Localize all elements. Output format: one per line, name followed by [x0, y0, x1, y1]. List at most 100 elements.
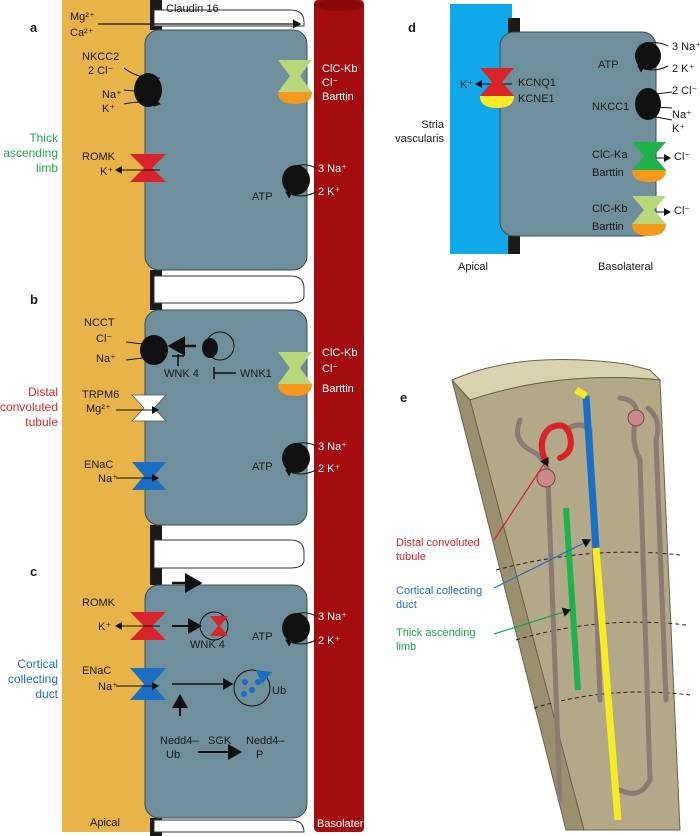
enac-label-c: ENaC: [82, 665, 111, 677]
nedd4-p-label: Nedd4–P: [246, 735, 285, 761]
na-k-atpase-c: [282, 613, 310, 643]
cortical-collecting-segment: [582, 395, 600, 549]
interstitial-gap: [153, 9, 305, 27]
clckb-label-d: ClC-Kb: [592, 203, 627, 215]
nkcc2-label: NKCC2: [82, 51, 119, 63]
three-sodium-label-c: 3 Na⁺: [318, 611, 347, 623]
clckb-label-b: ClC-Kb: [322, 347, 357, 359]
enac-sodium-label-c: Na⁺: [98, 681, 118, 693]
ub-dot: [241, 691, 247, 697]
na-k-atpase-a: [282, 165, 310, 195]
romk-label: ROMK: [82, 151, 116, 163]
claudin-label: Claudin 16: [166, 3, 219, 15]
medullary-collecting-segment: [592, 547, 622, 821]
atp-label-a: ATP: [252, 191, 273, 203]
ncct-transporter: [140, 335, 168, 365]
ubiquitin-label: Ub: [272, 685, 286, 697]
potassium-label: K⁺: [102, 103, 115, 115]
clcka-label: ClC-Ka: [592, 149, 628, 161]
barttin-subunit-a: [278, 92, 312, 104]
barttin-label-d2: Barttin: [592, 221, 624, 233]
kcnq1-label: KCNQ1: [518, 77, 556, 89]
ncct-chloride-label: Cl⁻: [96, 333, 112, 345]
clcka-channel-icon: [632, 142, 666, 170]
na-k-atpase-arrows-b: [286, 442, 317, 474]
clckb-channel-icon-d: [632, 196, 666, 224]
tal-pointer: [493, 607, 572, 635]
romk-internalized-icon: [210, 616, 228, 636]
nkcc1-label: NKCC1: [592, 101, 629, 113]
nephron-tubule: [645, 405, 669, 703]
na-k-atpase-arrows-c: [286, 612, 317, 644]
barttin-label-b: Barttin: [322, 383, 354, 395]
ncct-sodium-label: Na⁺: [96, 353, 116, 365]
panel-label-c: c: [30, 564, 37, 579]
panel-label-e: e: [400, 390, 407, 405]
wnk4-ring: [205, 331, 235, 361]
cell-thick-ascending-limb: [144, 29, 308, 271]
enac-sodium-label-b: Na⁺: [98, 473, 118, 485]
thick-ascending-segment: [563, 507, 581, 691]
na-k-atpase-arrows-a: [286, 164, 317, 196]
enac-channel-icon-c: [130, 668, 166, 700]
two-potassium-label-c: 2 K⁺: [318, 635, 341, 647]
three-sodium-label-a: 3 Na⁺: [318, 163, 347, 175]
chloride-label-b: Cl⁻: [322, 363, 338, 375]
tight-junction-d: [508, 18, 520, 34]
nkcc1-flux-arrows: [640, 91, 673, 120]
endocytic-vesicle: [233, 669, 271, 707]
kidney-tissue-side: [451, 379, 585, 831]
enac-internalized-icon: [256, 670, 272, 684]
barttin-label-a: Barttin: [322, 91, 354, 103]
two-potassium-label-b: 2 K⁺: [318, 463, 341, 475]
nkcc1-potassium-label: K⁺: [672, 123, 685, 135]
blood-vessel-top: [314, 0, 364, 11]
trpm6-magnesium-label: Mg²⁺: [86, 403, 111, 415]
wnk4-label-c: WNK 4: [190, 639, 225, 651]
na-k-atpase-arrows-d: [638, 42, 669, 70]
calcium-label: Ca²⁺: [70, 27, 94, 39]
ncct-flux-arrows: [125, 341, 160, 360]
three-sodium-label-d: 3 Na⁺: [672, 41, 700, 53]
ub-dot: [255, 679, 261, 685]
three-sodium-label-b: 3 Na⁺: [318, 441, 347, 453]
na-k-atpase-b: [282, 443, 310, 473]
wnk1-label: WNK1: [240, 368, 272, 380]
barttin-subunit-b: [278, 384, 312, 396]
sgk-label: SGK: [208, 735, 232, 747]
atp-label-c: ATP: [252, 631, 273, 643]
nedd4-ub-label: Nedd4–Ub: [160, 735, 199, 761]
collecting-duct-top: [574, 386, 588, 400]
kcnq1-channel-icon: [480, 68, 514, 96]
ncct-label: NCCT: [84, 317, 115, 329]
ub-dot: [242, 679, 248, 685]
cell-cortical-collecting-duct: [144, 584, 308, 819]
sodium-label: Na⁺: [102, 89, 122, 101]
clcka-chloride-label: Cl⁻: [674, 151, 690, 163]
basolateral-label: Basolateral: [317, 818, 372, 830]
cell-stria-vascularis: [499, 31, 657, 237]
enac-label-b: ENaC: [84, 459, 113, 471]
glomerulus: [536, 468, 556, 488]
atp-label-d: ATP: [598, 59, 619, 71]
magnesium-label: Mg²⁺: [70, 11, 95, 23]
panel-label-a: a: [30, 20, 38, 35]
panel-label-d: d: [408, 20, 416, 35]
blood-vessel: [314, 0, 364, 832]
nkcc1-sodium-label: Na⁺: [672, 109, 692, 121]
two-potassium-label-d: 2 K⁺: [672, 63, 695, 75]
interstitial-gap: [153, 539, 305, 569]
wnk4-ring-c: [199, 611, 229, 641]
kcne1-subunit: [480, 96, 514, 108]
interstitial-gap: [153, 275, 305, 304]
tight-junction-d: [508, 236, 520, 254]
panel-label-b: b: [30, 292, 38, 307]
